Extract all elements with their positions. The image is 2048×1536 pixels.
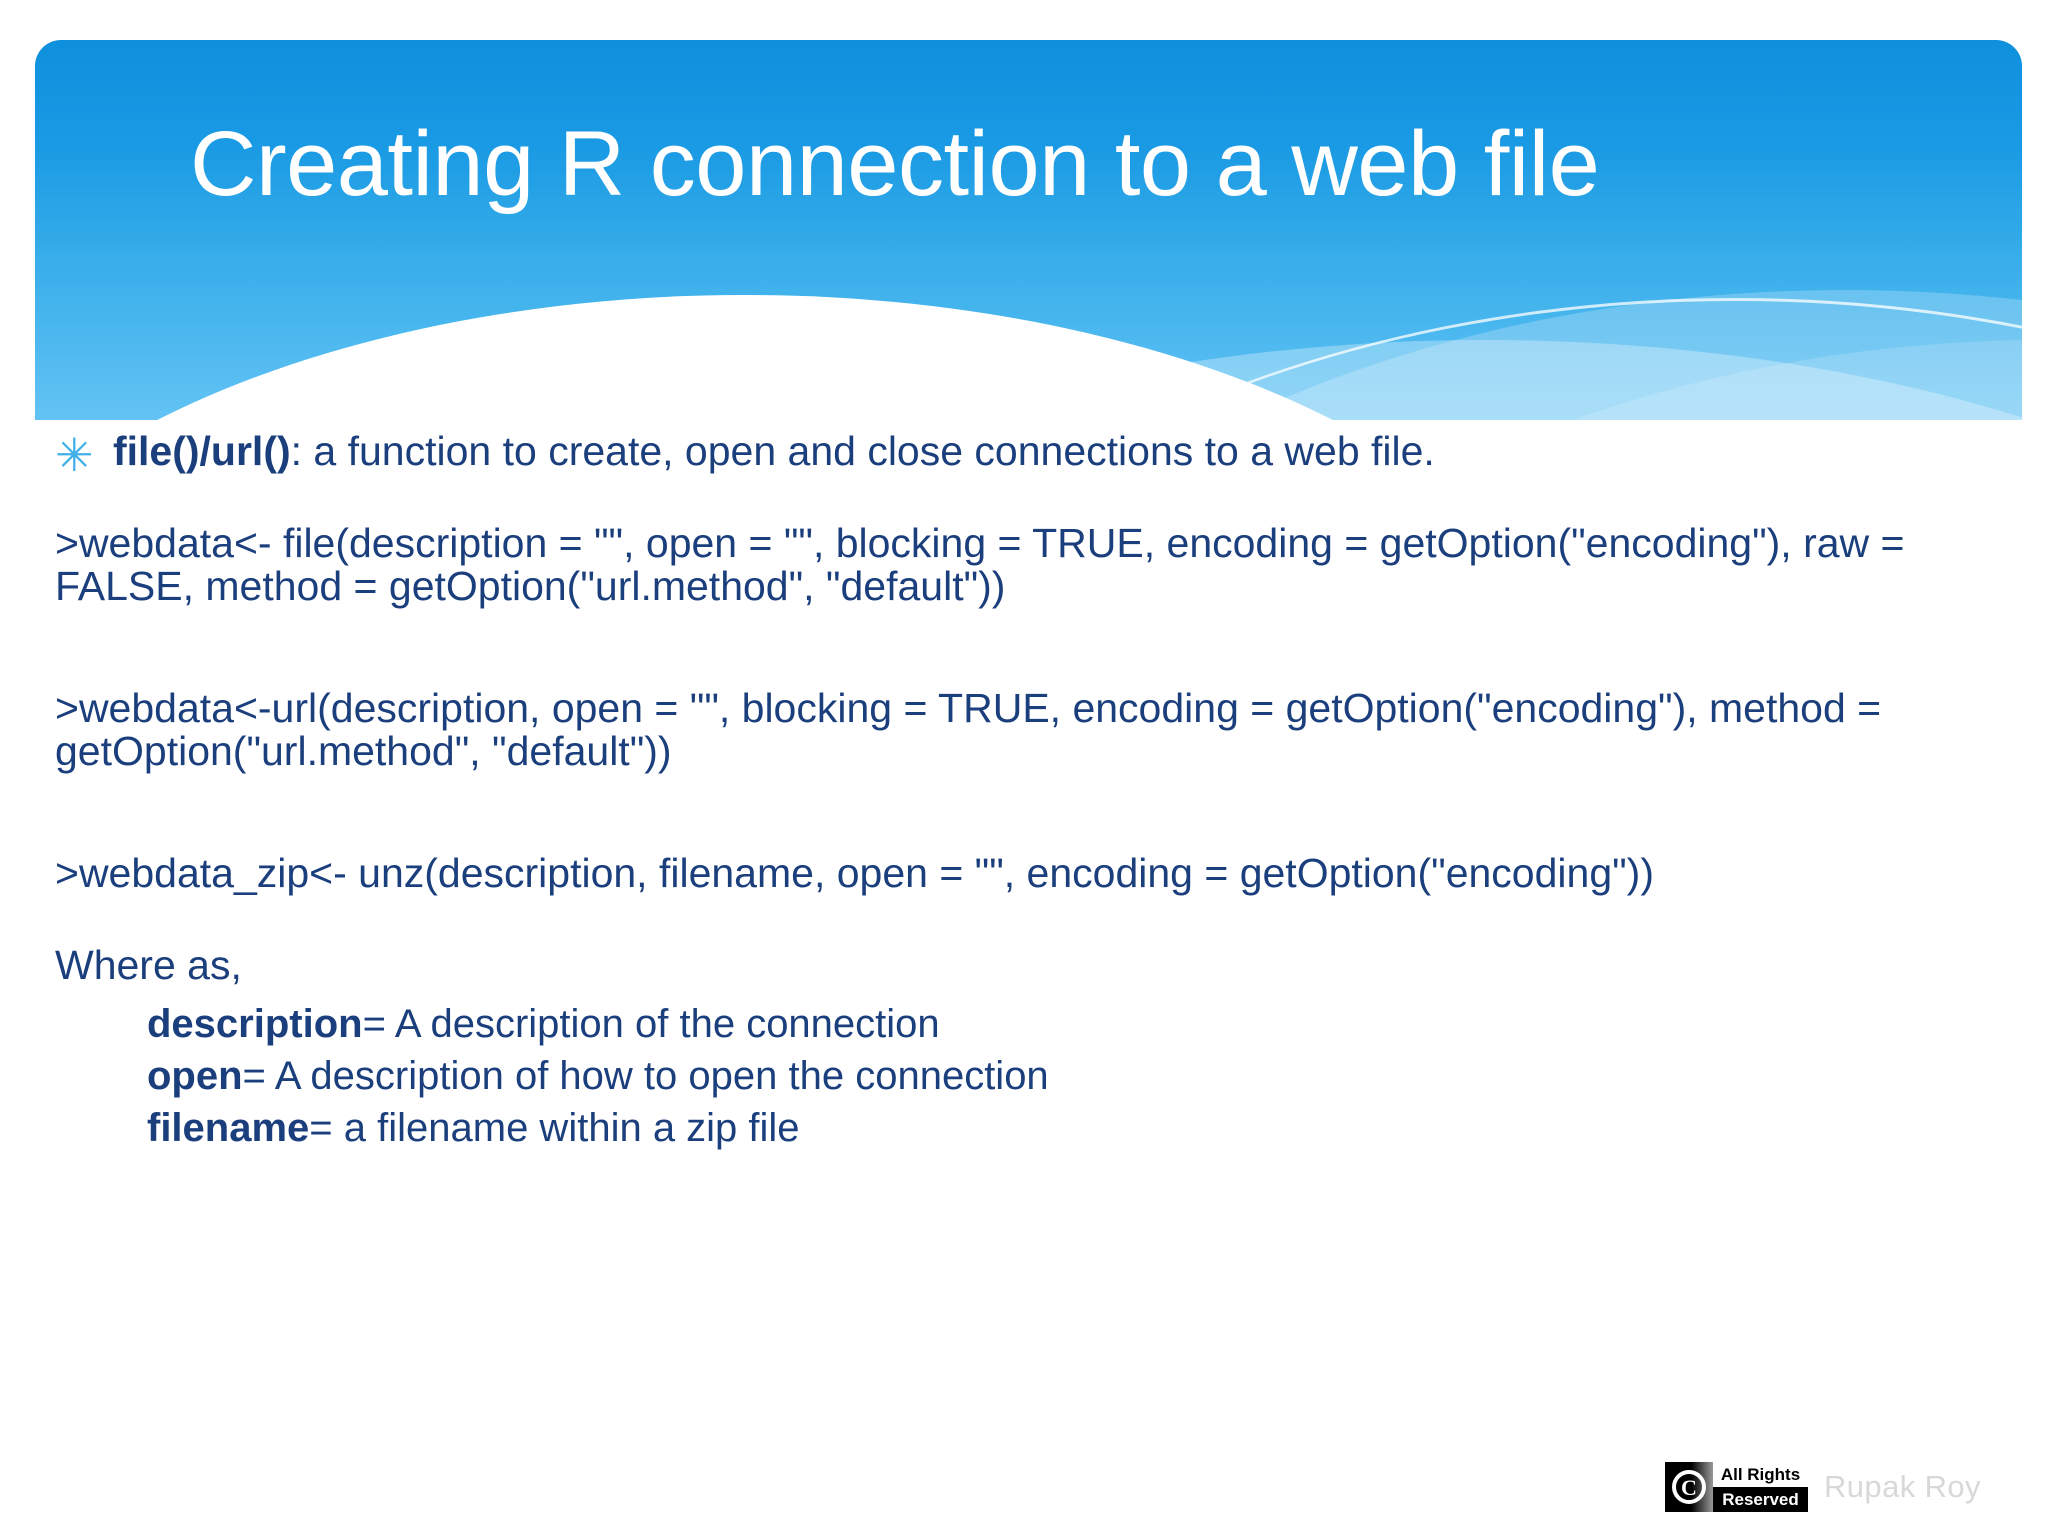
slide-header-banner bbox=[35, 40, 2022, 420]
badge-line-all-rights: All Rights bbox=[1713, 1462, 1808, 1487]
copyright-icon: C bbox=[1672, 1470, 1706, 1504]
spacer bbox=[55, 774, 2005, 808]
definition-description: = A description of the connection bbox=[362, 1002, 940, 1047]
copyright-icon-area: C bbox=[1665, 1462, 1713, 1512]
page-title: Creating R connection to a web file bbox=[190, 113, 1600, 215]
slide-footer: C All Rights Reserved Rupak Roy bbox=[1665, 1462, 1981, 1512]
definition-term: description bbox=[147, 1002, 363, 1047]
bullet-lead-term: file()/url() bbox=[113, 428, 291, 474]
all-rights-reserved-badge: C All Rights Reserved bbox=[1665, 1462, 1808, 1512]
spacer bbox=[55, 609, 2005, 643]
definition-item-description: description= A description of the connec… bbox=[147, 998, 2005, 1050]
bullet-item-label: file()/url(): a function to create, open… bbox=[113, 428, 2005, 474]
definition-description: = a filename within a zip file bbox=[309, 1106, 800, 1151]
whereas-heading: Where as, bbox=[55, 942, 242, 989]
code-block-file: >webdata<- file(description = "", open =… bbox=[55, 520, 1916, 610]
asterisk-flower-bullet-icon: ✳ bbox=[55, 429, 94, 481]
bullet-rest-text: : a function to create, open and close c… bbox=[290, 428, 1435, 474]
definition-description: = A description of how to open the conne… bbox=[242, 1054, 1049, 1099]
badge-line-reserved: Reserved bbox=[1713, 1487, 1808, 1512]
bullet-item-file-url: ✳ file()/url(): a function to create, op… bbox=[55, 428, 2005, 481]
definition-list: description= A description of the connec… bbox=[55, 998, 2005, 1154]
code-block-unz: >webdata_zip<- unz(description, filename… bbox=[55, 849, 1654, 896]
badge-text-area: All Rights Reserved bbox=[1713, 1462, 1808, 1512]
definition-item-filename: filename= a filename within a zip file bbox=[147, 1102, 2005, 1154]
author-label: Rupak Roy bbox=[1824, 1469, 1981, 1504]
code-block-url: >webdata<-url(description, open = "", bl… bbox=[55, 684, 1893, 775]
definition-item-open: open= A description of how to open the c… bbox=[147, 1050, 2005, 1102]
definition-term: open bbox=[147, 1054, 243, 1099]
definition-term: filename bbox=[147, 1106, 310, 1151]
slide-body: ✳ file()/url(): a function to create, op… bbox=[55, 428, 2005, 1154]
